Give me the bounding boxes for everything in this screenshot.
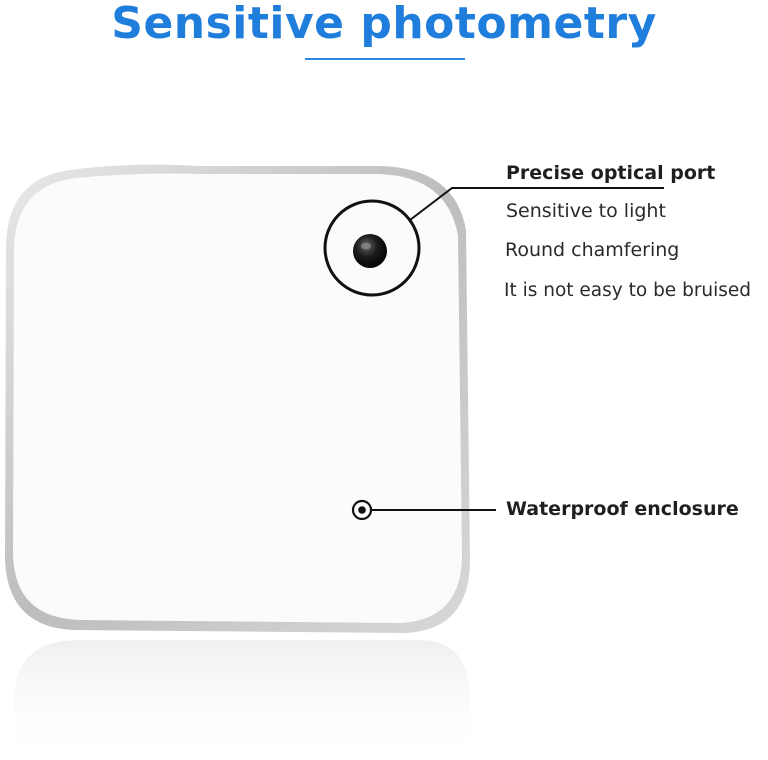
port-feature-3: It is not easy to be bruised (504, 280, 752, 301)
optical-port-ring (323, 199, 421, 297)
device-face (13, 173, 462, 623)
page-title: Sensitive photometry (111, 0, 657, 49)
port-callout-line (409, 187, 664, 221)
port-heading: Precise optical port (506, 162, 716, 184)
enclosure-heading: Waterproof enclosure (506, 498, 739, 520)
port-feature-1: Sensitive to light (506, 200, 666, 222)
port-feature-2: Round chamfering (505, 239, 680, 261)
title-underline (305, 58, 465, 60)
device-reflection (14, 640, 470, 760)
optical-port-lens (353, 234, 387, 268)
